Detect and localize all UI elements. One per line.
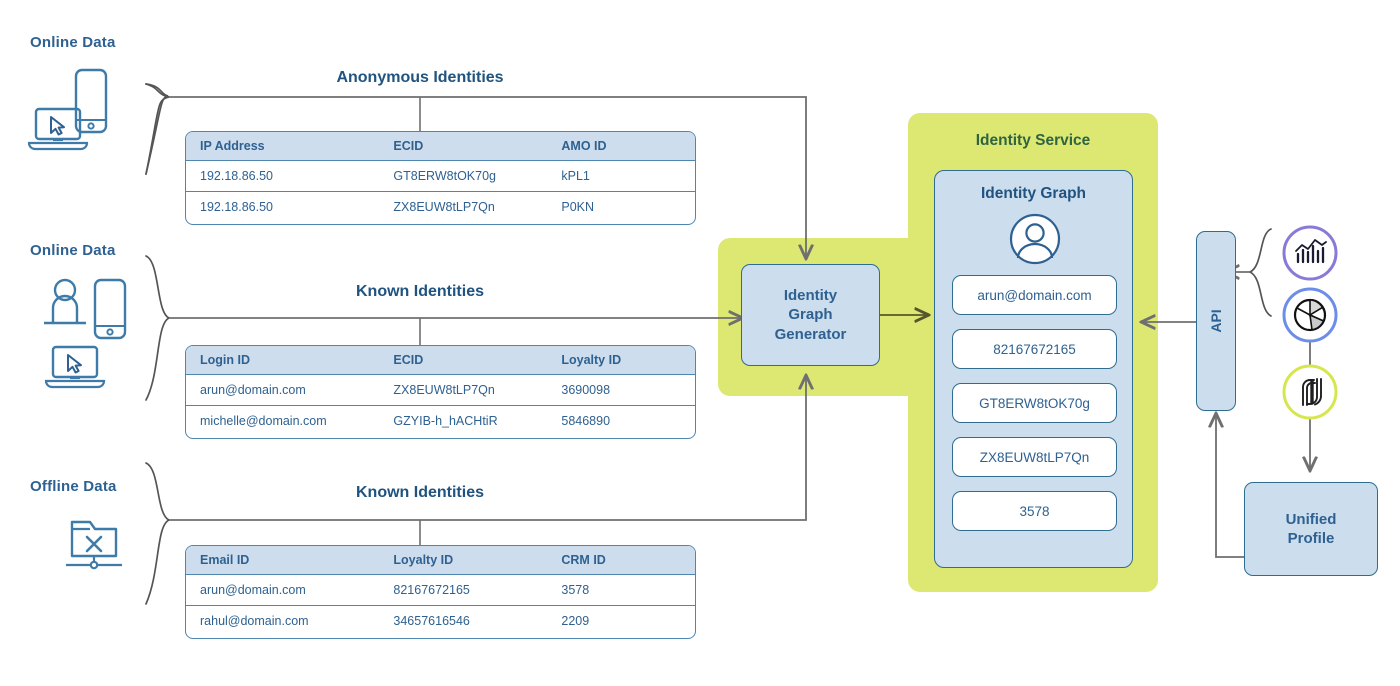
folder-x-network-icon: [62, 512, 126, 579]
cell: GZYIB-h_hACHtiR: [393, 414, 498, 428]
laptop-cursor-icon: [27, 107, 89, 156]
api-box[interactable]: [1196, 231, 1236, 411]
column-header: Loyalty ID: [379, 546, 548, 575]
cell: 192.18.86.50: [186, 160, 380, 192]
person-avatar-icon: [1009, 213, 1061, 270]
unified-profile-line2: Profile: [1287, 530, 1335, 547]
table-header-row: IP Address ECID AMO ID: [186, 132, 695, 161]
cell: 82167672165: [379, 574, 548, 606]
cell: michelle@domain.com: [200, 414, 327, 428]
cell: ZX8EUW8tLP7Qn: [379, 374, 548, 406]
column-header: AMO ID: [547, 132, 695, 161]
cell: 5846890: [561, 414, 611, 428]
identity-graph-generator-box[interactable]: Identity Graph Generator: [741, 264, 880, 366]
column-header: Loyalty ID: [547, 346, 695, 375]
anonymous-identities-table: IP Address ECID AMO ID 192.18.86.50 GT8E…: [185, 131, 696, 225]
laptop-cursor-icon: [44, 345, 106, 394]
table-row: arun@domain.com ZX8EUW8tLP7Qn 3690098: [186, 374, 695, 406]
api-label: API: [1208, 309, 1224, 333]
column-header: Login ID: [186, 346, 380, 375]
identity-service-title: Identity Service: [975, 132, 1091, 149]
column-header: ECID: [379, 132, 548, 161]
column-header: Email ID: [186, 546, 380, 575]
table-row: rahul@domain.com 34657616546 2209: [186, 606, 695, 637]
table-header-row: Login ID ECID Loyalty ID: [186, 346, 695, 375]
column-header: ECID: [379, 346, 548, 375]
column-header: CRM ID: [547, 546, 695, 575]
table-row: 192.18.86.50 ZX8EUW8tLP7Qn P0KN: [186, 192, 695, 223]
cell: arun@domain.com: [186, 574, 380, 606]
table-row: 192.18.86.50 GT8ERW8tOK70g kPL1: [186, 160, 695, 192]
cell: 192.18.86.50: [200, 200, 273, 214]
cell: P0KN: [561, 200, 595, 214]
analytics-chart-icon[interactable]: [1281, 224, 1339, 287]
known-identities-table-2: Email ID Loyalty ID CRM ID arun@domain.c…: [185, 545, 696, 639]
known-identities-table-1: Login ID ECID Loyalty ID arun@domain.com…: [185, 345, 696, 439]
section-title-known-identities-1: Known Identities: [356, 283, 484, 300]
identity-chip[interactable]: arun@domain.com: [952, 275, 1117, 315]
identity-chip[interactable]: 82167672165: [952, 329, 1117, 369]
table-row: michelle@domain.com GZYIB-h_hACHtiR 5846…: [186, 406, 695, 437]
source-label-online-data-1: Online Data: [30, 34, 116, 51]
phone-icon: [93, 278, 127, 345]
section-title-anonymous-identities: Anonymous Identities: [336, 69, 504, 86]
identity-graph-title: Identity Graph: [980, 185, 1087, 202]
identity-graph-panel: Identity Graph arun@domain.com 821676721…: [934, 170, 1133, 568]
cell: kPL1: [547, 160, 695, 192]
section-title-known-identities-2: Known Identities: [356, 484, 484, 501]
unified-profile-line1: Unified: [1285, 510, 1337, 528]
generator-label-line3: Generator: [774, 325, 847, 343]
cell: arun@domain.com: [186, 374, 380, 406]
identity-chip[interactable]: GT8ERW8tOK70g: [952, 383, 1117, 423]
cell: ZX8EUW8tLP7Qn: [393, 200, 495, 214]
pie-chart-icon[interactable]: [1281, 286, 1339, 349]
table-row: arun@domain.com 82167672165 3578: [186, 574, 695, 606]
generator-label-line1: Identity: [783, 287, 838, 305]
person-icon: [42, 278, 88, 333]
cell: rahul@domain.com: [200, 614, 309, 628]
identity-chip[interactable]: ZX8EUW8tLP7Qn: [952, 437, 1117, 477]
cell: 3690098: [547, 374, 695, 406]
column-header: IP Address: [186, 132, 380, 161]
cell: 3578: [547, 574, 695, 606]
source-label-offline-data: Offline Data: [30, 478, 117, 495]
unified-profile-box[interactable]: Unified Profile: [1244, 482, 1378, 576]
identity-chip[interactable]: 3578: [952, 491, 1117, 531]
adobe-swirl-icon[interactable]: [1281, 363, 1339, 426]
cell: 2209: [561, 614, 590, 628]
table-header-row: Email ID Loyalty ID CRM ID: [186, 546, 695, 575]
cell: 34657616546: [393, 614, 470, 628]
source-label-online-data-2: Online Data: [30, 242, 116, 259]
cell: GT8ERW8tOK70g: [379, 160, 548, 192]
generator-label-line2: Graph: [788, 306, 833, 324]
